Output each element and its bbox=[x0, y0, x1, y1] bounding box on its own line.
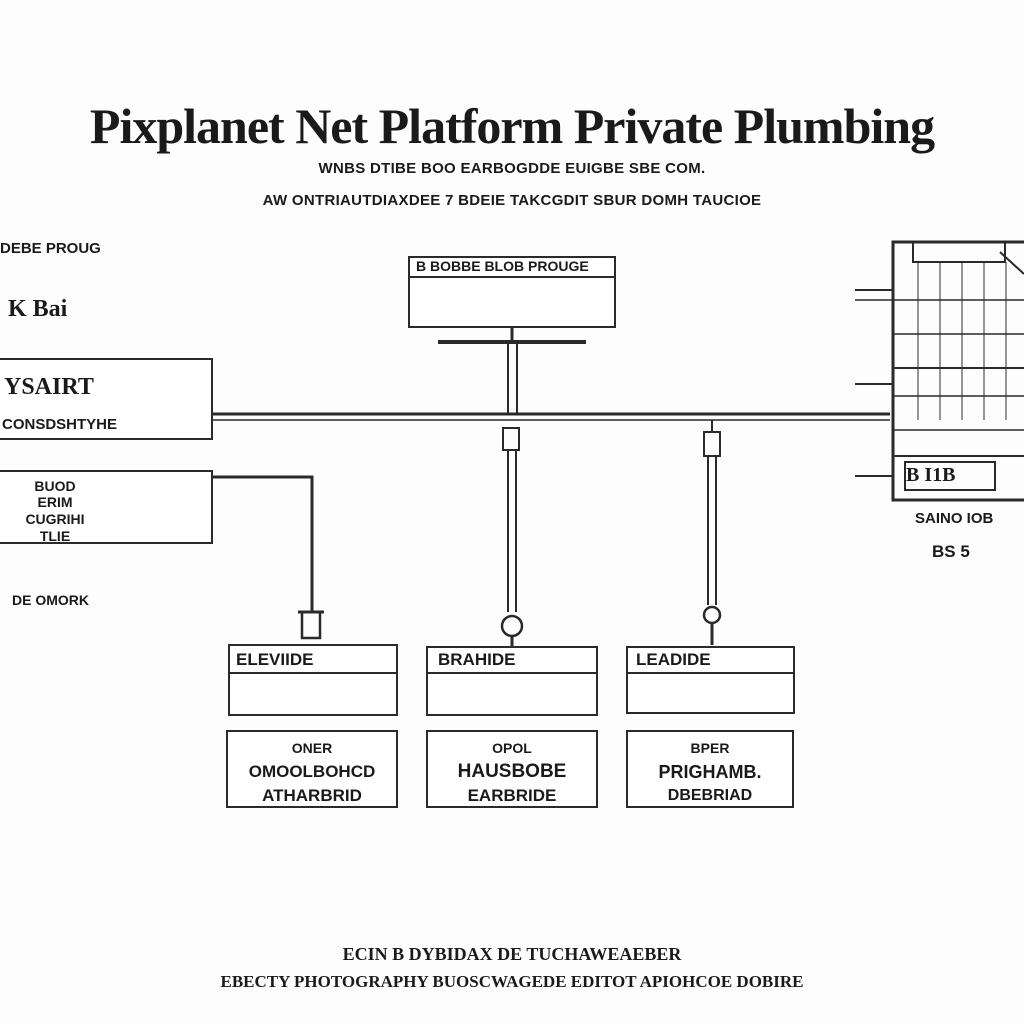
module-2-desc-line: HAUSBOBE bbox=[457, 761, 567, 782]
valve-2-bulb bbox=[500, 614, 524, 638]
top-box: B BOBBE BLOB PROUGE bbox=[408, 256, 616, 328]
subtitle-2: AW ONTRIAUTDIAXDEE 7 BDEIE TAKCGDIT SBUR… bbox=[262, 192, 762, 209]
module-3-desc: BPER PRIGHAMB. DBEBRIAD bbox=[626, 730, 794, 808]
left-panel-header: DEBE PROUG bbox=[0, 240, 101, 257]
top-box-label: B BOBBE BLOB PROUGE bbox=[416, 258, 589, 274]
module-1-desc-line: ONER bbox=[291, 740, 333, 756]
left-box-1-caption: CONSDSHTYHE bbox=[2, 416, 118, 433]
left-box-2-line: BUOD bbox=[34, 478, 76, 494]
subtitle-1: WNBS DTIBE BOO EARBOGDDE EUIGBE SBE COM. bbox=[318, 160, 706, 177]
module-1-header: ELEVIIDE bbox=[236, 650, 314, 669]
module-3-header: LEADIDE bbox=[636, 650, 711, 669]
left-box-1-title: YSAIRT bbox=[4, 374, 94, 400]
left-box-2: BUOD ERIM CUGRIHI TLIE bbox=[0, 470, 213, 544]
left-box-1: YSAIRT CONSDSHTYHE bbox=[0, 358, 213, 440]
footer-line-1: ECIN B DYBIDAX DE TUCHAWEAEBER bbox=[342, 944, 682, 964]
module-1-desc-line: ATHARBRID bbox=[262, 786, 362, 805]
module-3-desc-line: PRIGHAMB. bbox=[658, 762, 762, 782]
equipment-caption-1: SAINO IOB bbox=[915, 510, 994, 527]
module-3-box: LEADIDE bbox=[626, 646, 795, 714]
module-1-desc: ONER OMOOLBOHCD ATHARBRID bbox=[226, 730, 398, 808]
left-panel-note: DE OMORK bbox=[12, 592, 89, 608]
diagram-title: Pixplanet Net Platform Private Plumbing bbox=[89, 98, 935, 154]
valve-3 bbox=[703, 431, 721, 457]
equipment-caption-2: BS 5 bbox=[932, 542, 970, 561]
module-2-desc: OPOL HAUSBOBE EARBRIDE bbox=[426, 730, 598, 808]
module-1-box: ELEVIIDE bbox=[228, 644, 398, 716]
drop-1 bbox=[212, 475, 314, 612]
module-3-desc-line: DBEBRIAD bbox=[667, 787, 753, 804]
left-box-2-line: CUGRIHI bbox=[25, 511, 85, 527]
footer-line-2: EBECTY PHOTOGRAPHY BUOSCWAGEDE EDITOT AP… bbox=[220, 972, 804, 991]
module-1-desc-line: OMOOLBOHCD bbox=[248, 762, 376, 781]
valve-3-bulb bbox=[702, 605, 722, 625]
equipment-label: B I1B bbox=[906, 464, 956, 486]
module-3-desc-line: BPER bbox=[690, 740, 730, 756]
valve-2 bbox=[502, 427, 520, 451]
top-box-divider bbox=[410, 276, 614, 278]
module-2-desc-line: EARBRIDE bbox=[467, 786, 557, 805]
module-2-box: BRAHIDE bbox=[426, 646, 598, 716]
module-2-header: BRAHIDE bbox=[438, 650, 516, 669]
left-box-2-line: ERIM bbox=[37, 494, 73, 510]
left-box-2-line: TLIE bbox=[39, 528, 71, 544]
valve-1 bbox=[300, 610, 322, 640]
left-panel-value: K Bai bbox=[8, 296, 68, 322]
module-2-desc-line: OPOL bbox=[492, 740, 532, 756]
